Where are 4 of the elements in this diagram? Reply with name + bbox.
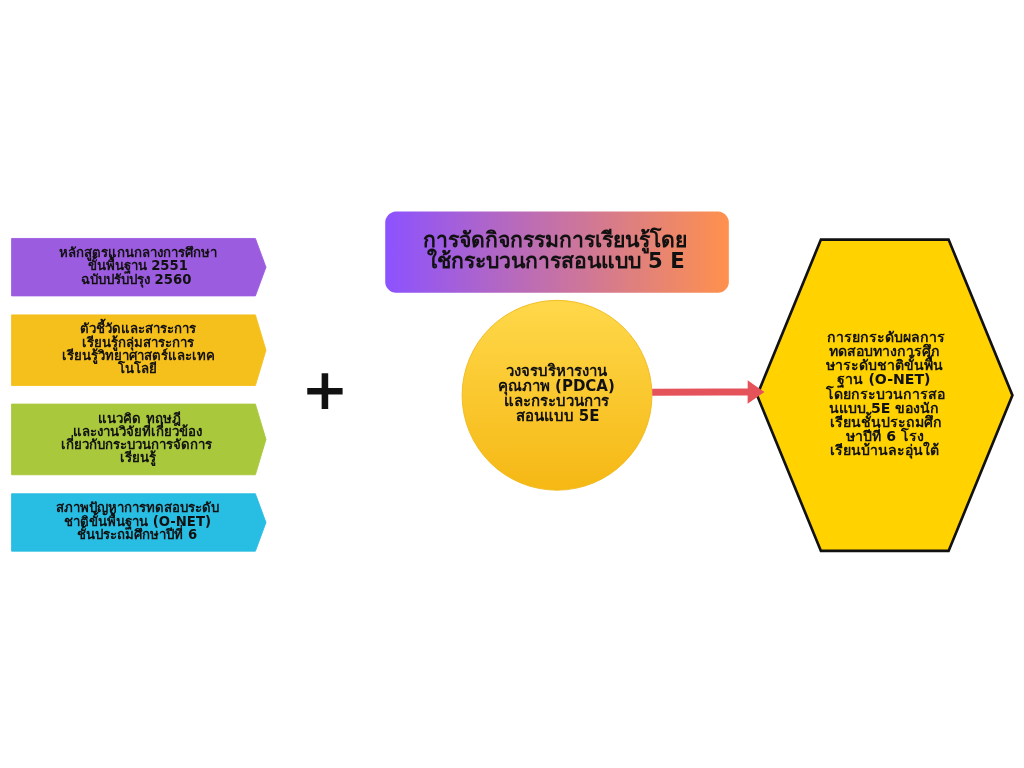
node-box: การจัดกิจกรรมการเรียนรู้โดยใช้กระบวนการสอนแบบ 5 E: [385, 211, 729, 293]
node-circle: วงจรบริหารงานคุณภาพ (PDCA) และกระบวนการสอนแบบ 5E: [461, 299, 653, 491]
label: +: [301, 356, 349, 422]
arrow: [652, 380, 765, 404]
